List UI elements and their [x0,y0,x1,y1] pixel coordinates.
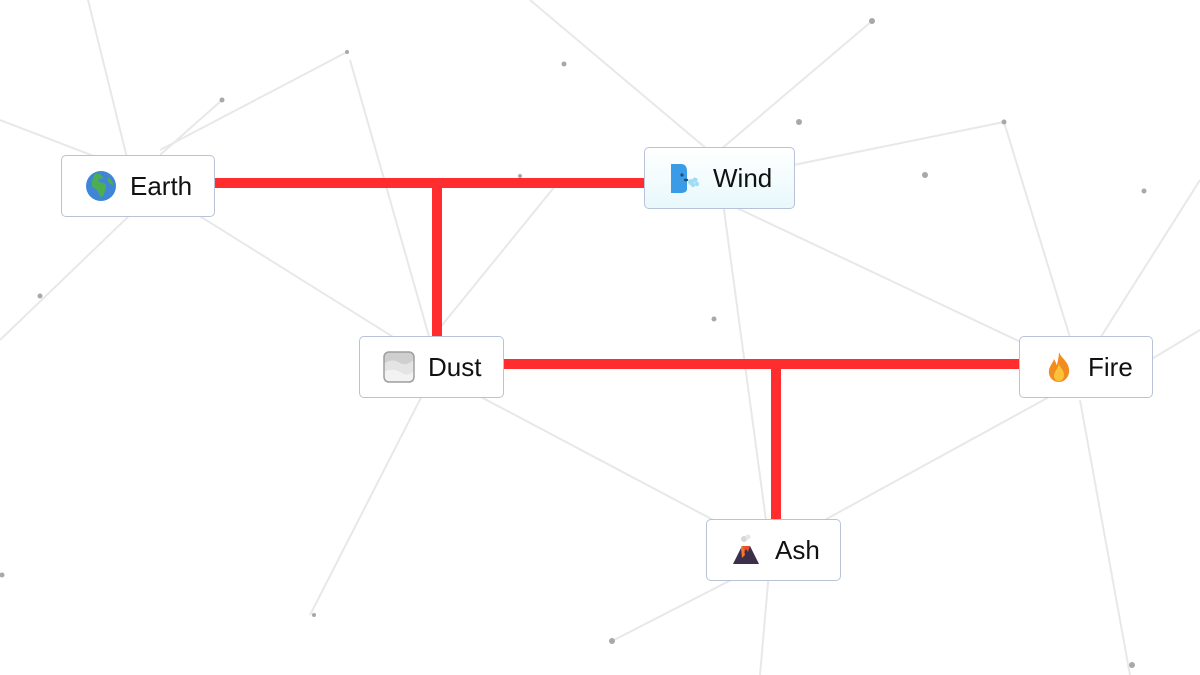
background-dots [0,18,1147,668]
element-chip-ash[interactable]: Ash [706,519,841,581]
wind-face-icon [667,161,701,195]
element-label-earth: Earth [130,170,193,201]
element-chip-dust[interactable]: Dust [359,336,504,398]
globe-africa-icon [84,169,118,203]
element-chip-earth[interactable]: Earth [61,155,215,217]
volcano-icon [729,533,763,567]
element-label-dust: Dust [428,351,482,382]
element-label-wind: Wind [713,162,773,193]
element-chip-fire[interactable]: Fire [1019,336,1153,398]
element-chip-wind[interactable]: Wind [644,147,795,209]
element-label-fire: Fire [1088,351,1133,382]
fog-icon [382,350,416,384]
element-label-ash: Ash [775,534,820,565]
fire-icon [1042,350,1076,384]
